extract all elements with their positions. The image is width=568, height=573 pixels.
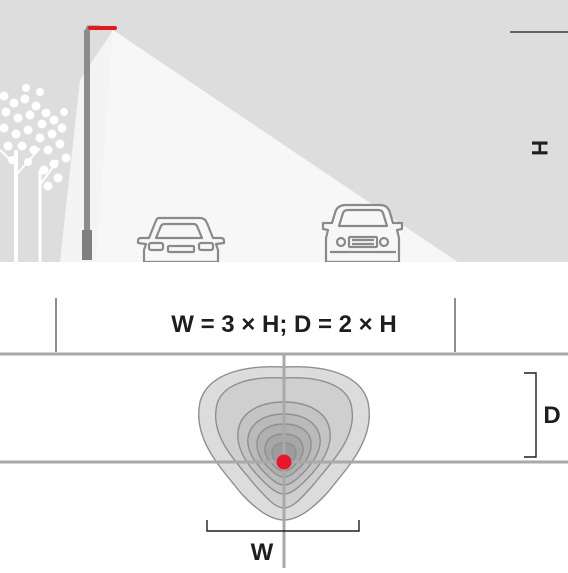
- street-lamp-icon: [82, 25, 117, 260]
- isolux-contour-icon: [198, 365, 370, 521]
- height-label: H: [527, 140, 552, 156]
- distance-bracket: [524, 372, 537, 458]
- suv-front-icon: [321, 203, 404, 268]
- light-source-dot: [276, 454, 292, 470]
- formula-text: W = 3 × H; D = 2 × H: [171, 311, 396, 338]
- tree-icon: [0, 84, 71, 262]
- width-bracket: [206, 520, 360, 532]
- distance-label: D: [543, 402, 560, 429]
- width-label: W: [251, 539, 274, 566]
